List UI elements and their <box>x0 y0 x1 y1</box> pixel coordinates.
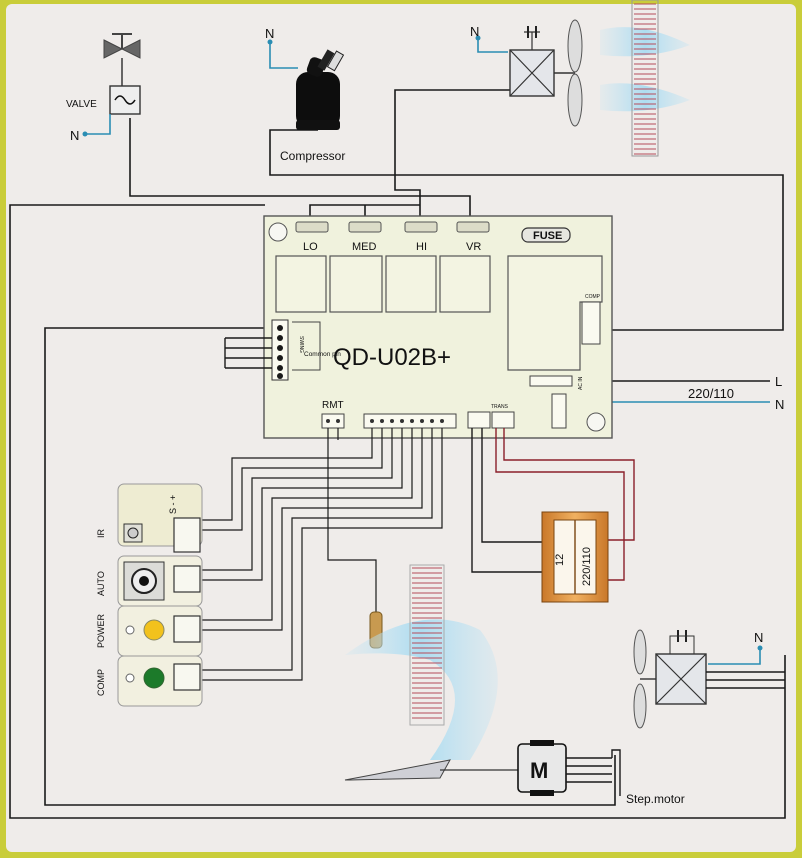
display-harness <box>200 428 443 681</box>
power-label: POWER <box>96 613 106 648</box>
step-motor-symbol: M <box>530 758 548 783</box>
display-panel <box>117 483 203 707</box>
relay-med-label: MED <box>352 241 377 253</box>
line-L-label: L <box>775 374 782 389</box>
line-N-label: N <box>775 397 784 412</box>
relay-lo-label: LO <box>303 241 318 253</box>
compressor-label: Compressor <box>280 149 345 163</box>
transformer-primary-label: 220/110 <box>581 547 593 586</box>
indoor-fan-group <box>633 629 785 729</box>
valve-label: VALVE <box>66 99 97 110</box>
swing-wires <box>224 337 272 369</box>
compressor-neutral-label: N <box>265 26 274 41</box>
comp-connector-label: COMP <box>585 294 601 300</box>
indoor-fan-blade-icon <box>633 629 647 729</box>
rmt-label: RMT <box>322 400 344 411</box>
relay-vr-label: VR <box>466 241 481 253</box>
indoor-airflow <box>345 564 498 760</box>
board-model-label: QD-U02B+ <box>333 344 451 371</box>
ac-in-label: AC IN <box>578 376 584 390</box>
compressor-icon <box>296 49 345 130</box>
compressor-group <box>267 39 345 130</box>
auto-label: AUTO <box>96 571 106 596</box>
valve-group <box>82 33 141 137</box>
outdoor-fan-neutral-label: N <box>470 24 479 39</box>
comp-label: COMP <box>96 669 106 696</box>
relay-blocks <box>275 255 603 371</box>
transformer-group <box>471 428 635 603</box>
common-pin-label: Common pin <box>304 351 341 358</box>
valve-neutral-label: N <box>70 128 79 143</box>
outdoor-fan-blade-icon <box>567 19 583 127</box>
transformer-secondary-label: 12 <box>554 554 566 566</box>
relay-hi-label: HI <box>416 241 427 253</box>
indoor-fan-neutral-label: N <box>754 630 763 645</box>
evaporator-coil-icon <box>409 564 445 726</box>
step-motor-group <box>344 740 621 796</box>
fuse-holder <box>521 227 571 243</box>
fuse-label: FUSE <box>533 230 562 242</box>
swing-label: SWING <box>298 336 304 353</box>
voltage-label: 220/110 <box>688 386 734 401</box>
step-motor-label: Step.motor <box>626 792 685 806</box>
louver-icon <box>344 759 451 781</box>
condenser-coil-icon <box>631 0 659 157</box>
power-led-icon <box>143 619 165 641</box>
ir-label: IR <box>96 528 106 538</box>
trans-label: TRANS <box>491 404 509 410</box>
ir-pin-label: S - + <box>168 495 178 514</box>
outer-wiring <box>9 89 786 819</box>
outdoor-fan-group <box>475 0 690 157</box>
comp-led-icon <box>143 667 165 689</box>
control-board <box>263 215 613 439</box>
